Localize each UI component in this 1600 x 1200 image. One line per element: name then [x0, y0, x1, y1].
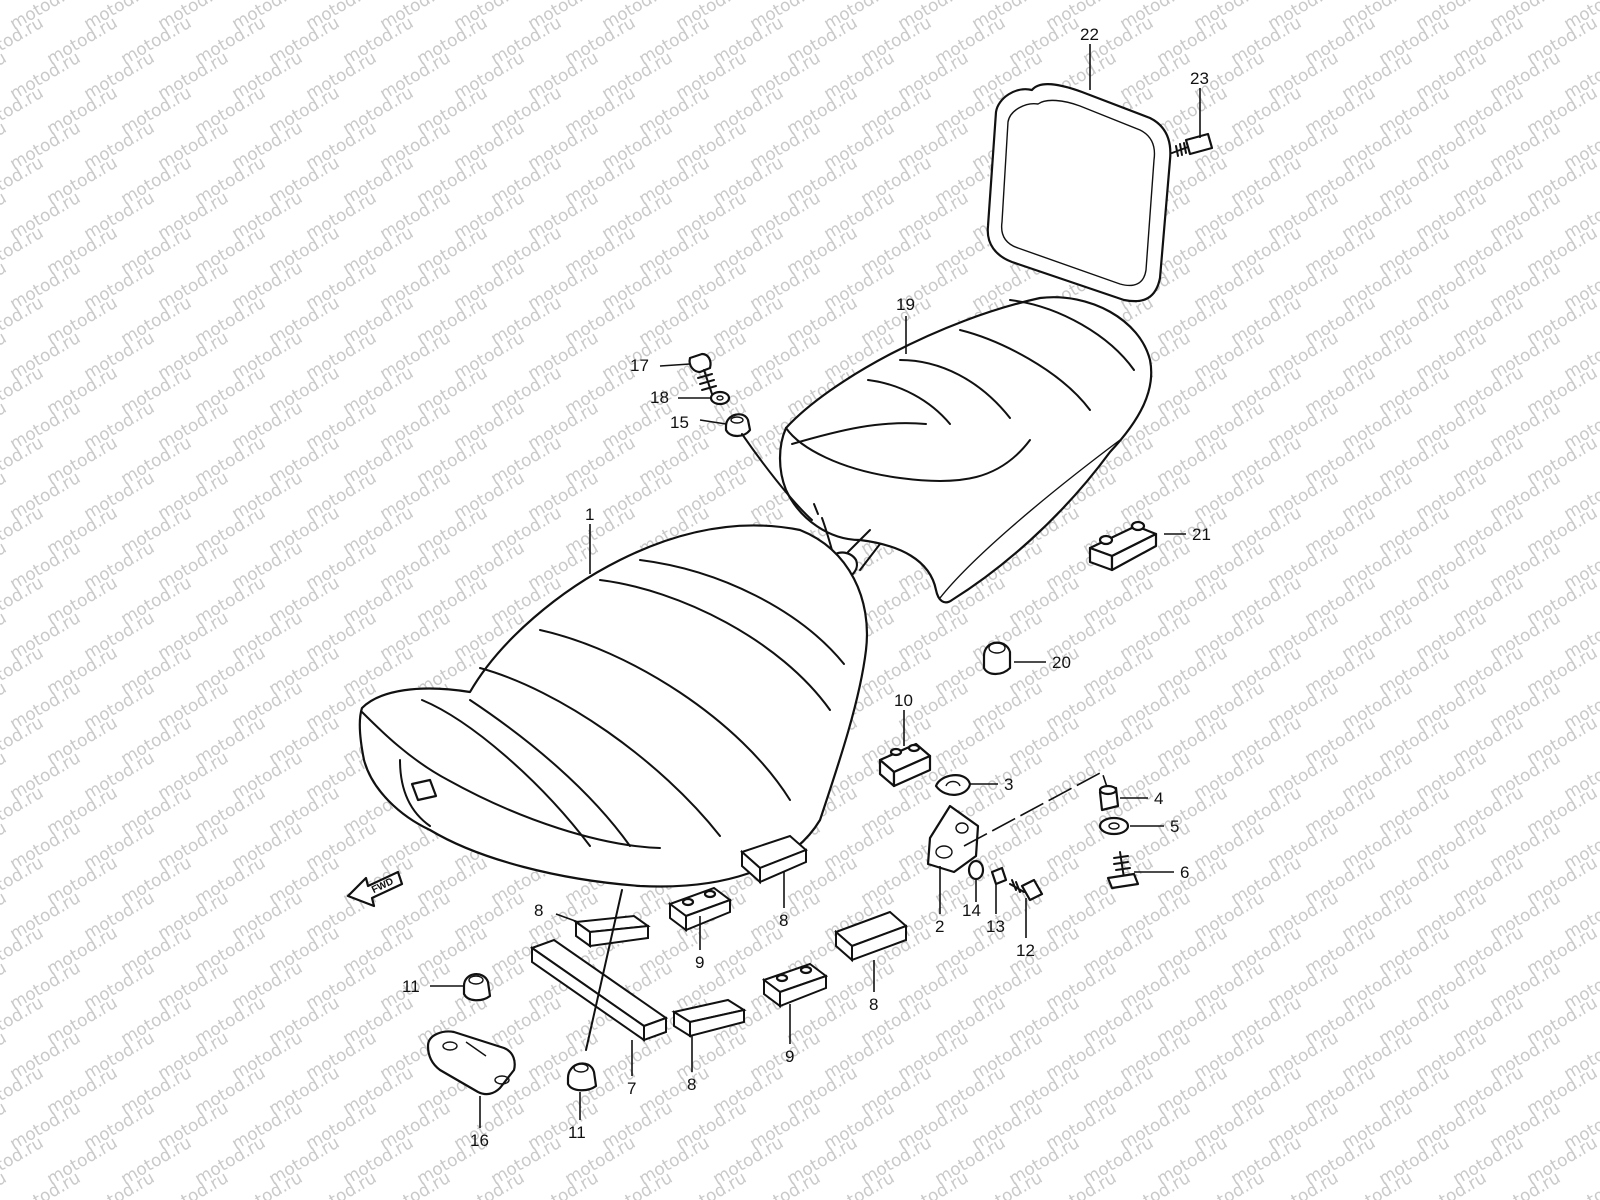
nut-icon [566, 1062, 598, 1092]
callout-4: 4 [1154, 789, 1163, 808]
callout-8-a: 8 [779, 911, 788, 930]
watermark-text: motod.ru [0, 818, 10, 874]
watermark-text: motod.ru [0, 608, 10, 664]
callout-11-b: 11 [568, 1123, 586, 1142]
callout-8-b: 8 [534, 901, 543, 920]
callout-10: 10 [894, 691, 913, 710]
callout-23: 23 [1190, 69, 1209, 88]
watermark-text: motod.ru [0, 328, 10, 384]
nut-icon [1098, 784, 1120, 812]
washer-icon [967, 859, 985, 881]
callout-17: 17 [630, 356, 649, 375]
nut-icon [462, 973, 492, 1002]
callout-19: 19 [896, 295, 915, 314]
watermark-text: motod.ru [1561, 1168, 1600, 1200]
watermark-text: motod.ru [0, 118, 10, 174]
watermark-text: motod.ru [0, 1098, 10, 1154]
watermark-text: motod.ru [0, 48, 10, 104]
callout-9-a: 9 [695, 953, 704, 972]
watermark-text: motod.ru [0, 748, 10, 804]
callout-1: 1 [585, 505, 594, 524]
nut-icon [990, 866, 1008, 886]
callout-3: 3 [1004, 775, 1013, 794]
watermark-text: motod.ru [0, 468, 10, 524]
callout-8-d: 8 [687, 1075, 696, 1094]
watermark-text: motod.ru [0, 958, 10, 1014]
callout-15: 15 [670, 413, 689, 432]
callout-2: 2 [935, 917, 944, 936]
callout-9-b: 9 [785, 1047, 794, 1066]
seat-icon [358, 524, 868, 888]
watermark-text: motod.ru [0, 258, 10, 314]
callout-12: 12 [1016, 941, 1035, 960]
callout-11-a: 11 [402, 977, 420, 996]
watermark-text: motod.ru [0, 538, 10, 594]
watermark-text: motod.ru [0, 188, 10, 244]
watermark-text: motod.ru [0, 678, 10, 734]
watermark-text: motod.ru [0, 398, 10, 454]
callout-22: 22 [1080, 25, 1099, 44]
callout-18: 18 [650, 388, 669, 407]
callout-7: 7 [627, 1079, 636, 1098]
bracket-icon [761, 962, 829, 1008]
watermark-text: motod.ru [0, 888, 10, 944]
nut-icon [982, 641, 1012, 676]
watermark-text: motod.ru [0, 1028, 10, 1084]
callout-16: 16 [470, 1131, 489, 1150]
callout-5: 5 [1170, 817, 1179, 836]
nut-icon [724, 413, 752, 438]
callout-21: 21 [1192, 525, 1211, 544]
callout-13: 13 [986, 917, 1005, 936]
washer-icon [709, 390, 731, 406]
callout-20: 20 [1052, 653, 1071, 672]
callout-14: 14 [962, 901, 981, 920]
washer-icon [1098, 816, 1130, 836]
callout-6: 6 [1180, 863, 1189, 882]
callout-8-c: 8 [869, 995, 878, 1014]
